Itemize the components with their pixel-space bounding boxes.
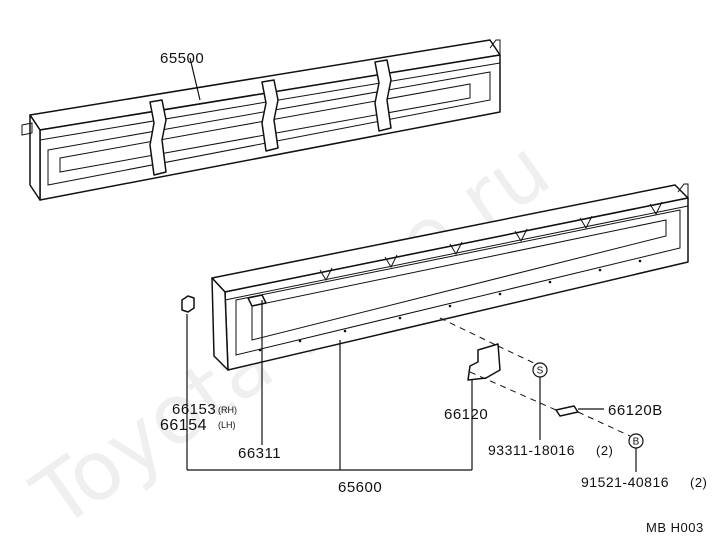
tailgate-lower-65600 bbox=[211, 183, 689, 371]
part-66120b-pin bbox=[555, 405, 579, 417]
label-66153: 66153 bbox=[172, 401, 216, 418]
label-66120b: 66120B bbox=[608, 402, 663, 419]
label-66153-side: (RH) bbox=[218, 405, 237, 415]
label-65600: 65600 bbox=[338, 479, 382, 496]
part-66153-bracket bbox=[181, 295, 195, 313]
diagram-code: MB H003 bbox=[646, 520, 704, 535]
label-91521: 91521-40816 bbox=[581, 474, 669, 490]
label-66154-side: (LH) bbox=[218, 420, 236, 430]
label-66154: 66154 bbox=[160, 417, 207, 434]
label-65500: 65500 bbox=[160, 50, 204, 67]
marker-b-label: B bbox=[633, 437, 640, 448]
label-91521-qty: (2) bbox=[690, 475, 707, 490]
part-66120-plate bbox=[467, 343, 501, 381]
marker-s: S bbox=[532, 362, 548, 378]
marker-s-label: S bbox=[537, 366, 544, 377]
label-93311-qty: (2) bbox=[596, 443, 613, 458]
marker-b: B bbox=[628, 433, 644, 449]
label-66120: 66120 bbox=[444, 406, 488, 423]
label-93311: 93311-18016 bbox=[488, 442, 575, 458]
label-66311: 66311 bbox=[238, 445, 281, 462]
tailgate-upper-65500 bbox=[21, 39, 501, 201]
